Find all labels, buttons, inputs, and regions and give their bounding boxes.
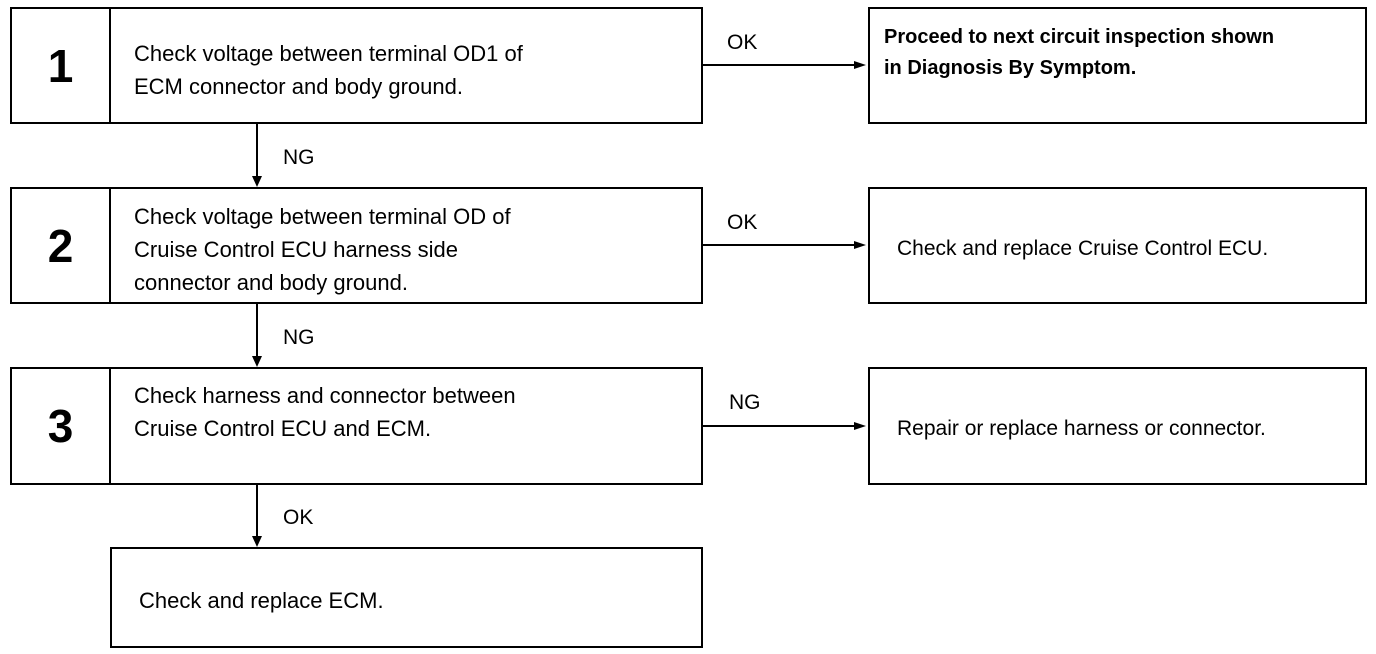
branch-label-ok: OK xyxy=(727,211,758,234)
result-3-text: Repair or replace harness or connector. xyxy=(897,417,1266,440)
arrow-down-icon xyxy=(252,536,262,547)
branch-label-ok: OK xyxy=(727,31,758,54)
step-1-text-line: Check voltage between terminal OD1 of xyxy=(134,41,523,66)
step-3-text: Check harness and connector between Crui… xyxy=(134,379,689,445)
step-2-text-line: connector and body ground. xyxy=(134,270,408,295)
step-2-box: 2 Check voltage between terminal OD of C… xyxy=(10,187,703,304)
branch-label-ng: NG xyxy=(283,146,315,169)
step-3-text-line: Cruise Control ECU and ECM. xyxy=(134,416,432,441)
arrow-down-icon xyxy=(252,356,262,367)
result-1-box: Proceed to next circuit inspection shown… xyxy=(868,7,1367,124)
arrow-down-icon xyxy=(252,176,262,187)
connector-step3-ng xyxy=(703,425,856,427)
arrow-right-icon xyxy=(854,241,866,249)
step-2-text: Check voltage between terminal OD of Cru… xyxy=(134,200,689,299)
final-action-text: Check and replace ECM. xyxy=(139,588,384,613)
final-action-box: Check and replace ECM. xyxy=(110,547,703,648)
connector-step1-ng xyxy=(256,124,258,178)
step-1-text: Check voltage between terminal OD1 of EC… xyxy=(134,37,689,103)
branch-label-ng: NG xyxy=(283,326,315,349)
result-3-box: Repair or replace harness or connector. xyxy=(868,367,1367,485)
step-1-number: 1 xyxy=(12,9,111,122)
connector-step1-ok xyxy=(703,64,856,66)
result-2-box: Check and replace Cruise Control ECU. xyxy=(868,187,1367,304)
step-1-box: 1 Check voltage between terminal OD1 of … xyxy=(10,7,703,124)
step-3-text-line: Check harness and connector between xyxy=(134,383,516,408)
result-1-text-line: Proceed to next circuit inspection shown xyxy=(884,26,1275,48)
branch-label-ok: OK xyxy=(283,506,314,529)
arrow-right-icon xyxy=(854,61,866,69)
connector-step2-ok xyxy=(703,244,856,246)
result-1-text-line: in Diagnosis By Symptom. xyxy=(884,57,1137,79)
connector-step2-ng xyxy=(256,304,258,358)
step-3-box: 3 Check harness and connector between Cr… xyxy=(10,367,703,485)
step-3-number: 3 xyxy=(12,369,111,483)
branch-label-ng: NG xyxy=(729,391,761,414)
arrow-right-icon xyxy=(854,422,866,430)
connector-step3-ok xyxy=(256,485,258,538)
result-2-text: Check and replace Cruise Control ECU. xyxy=(897,237,1269,260)
step-2-number: 2 xyxy=(12,189,111,302)
result-1-text: Proceed to next circuit inspection shown… xyxy=(884,22,1274,84)
step-2-text-line: Check voltage between terminal OD of xyxy=(134,204,511,229)
step-1-text-line: ECM connector and body ground. xyxy=(134,74,463,99)
step-2-text-line: Cruise Control ECU harness side xyxy=(134,237,459,262)
